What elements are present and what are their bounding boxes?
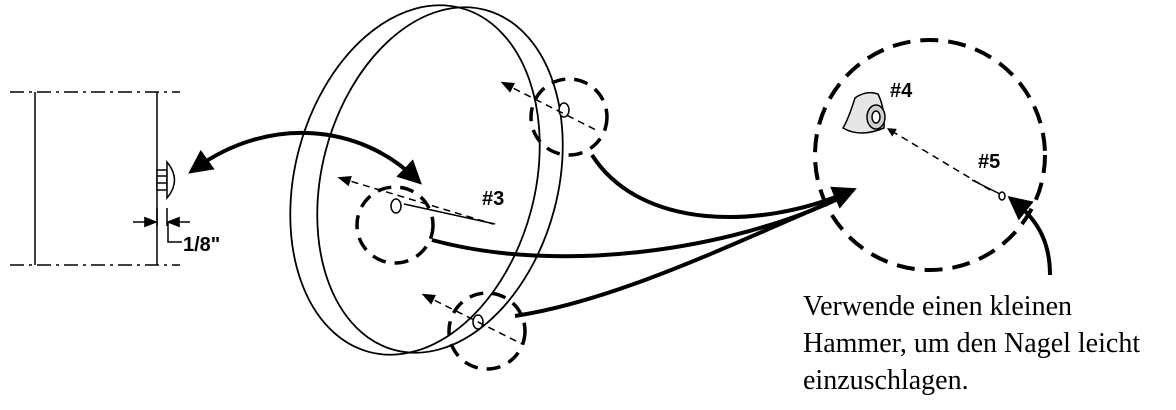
part4-label: #4: [890, 80, 913, 102]
instruction-caption: Verwende einen kleinen Hammer, um den Na…: [803, 288, 1173, 399]
bumper-spots: [355, 77, 609, 371]
nail-5: [886, 128, 1006, 201]
bumper-4: [841, 91, 886, 134]
wall-screw: [156, 159, 176, 201]
wall-panel: [10, 91, 180, 266]
caption-line-1: Verwende einen kleinen: [803, 291, 1072, 322]
detail-circle: [813, 38, 1047, 272]
detail-arrows: [431, 153, 857, 318]
part5-label: #5: [978, 151, 1000, 173]
hammer-arrow: [1007, 196, 1052, 276]
bumper-nails: [337, 81, 599, 345]
alignment-arrow: [188, 130, 422, 185]
gap-label: 1/8": [183, 234, 220, 256]
caption-line-3: einzuschlagen.: [803, 365, 969, 396]
part3-label: #3: [482, 188, 504, 210]
mirror-disc: [289, 4, 564, 356]
caption-line-2: Hammer, um den Nagel leicht: [803, 328, 1141, 359]
gap-dimension: [133, 208, 190, 243]
